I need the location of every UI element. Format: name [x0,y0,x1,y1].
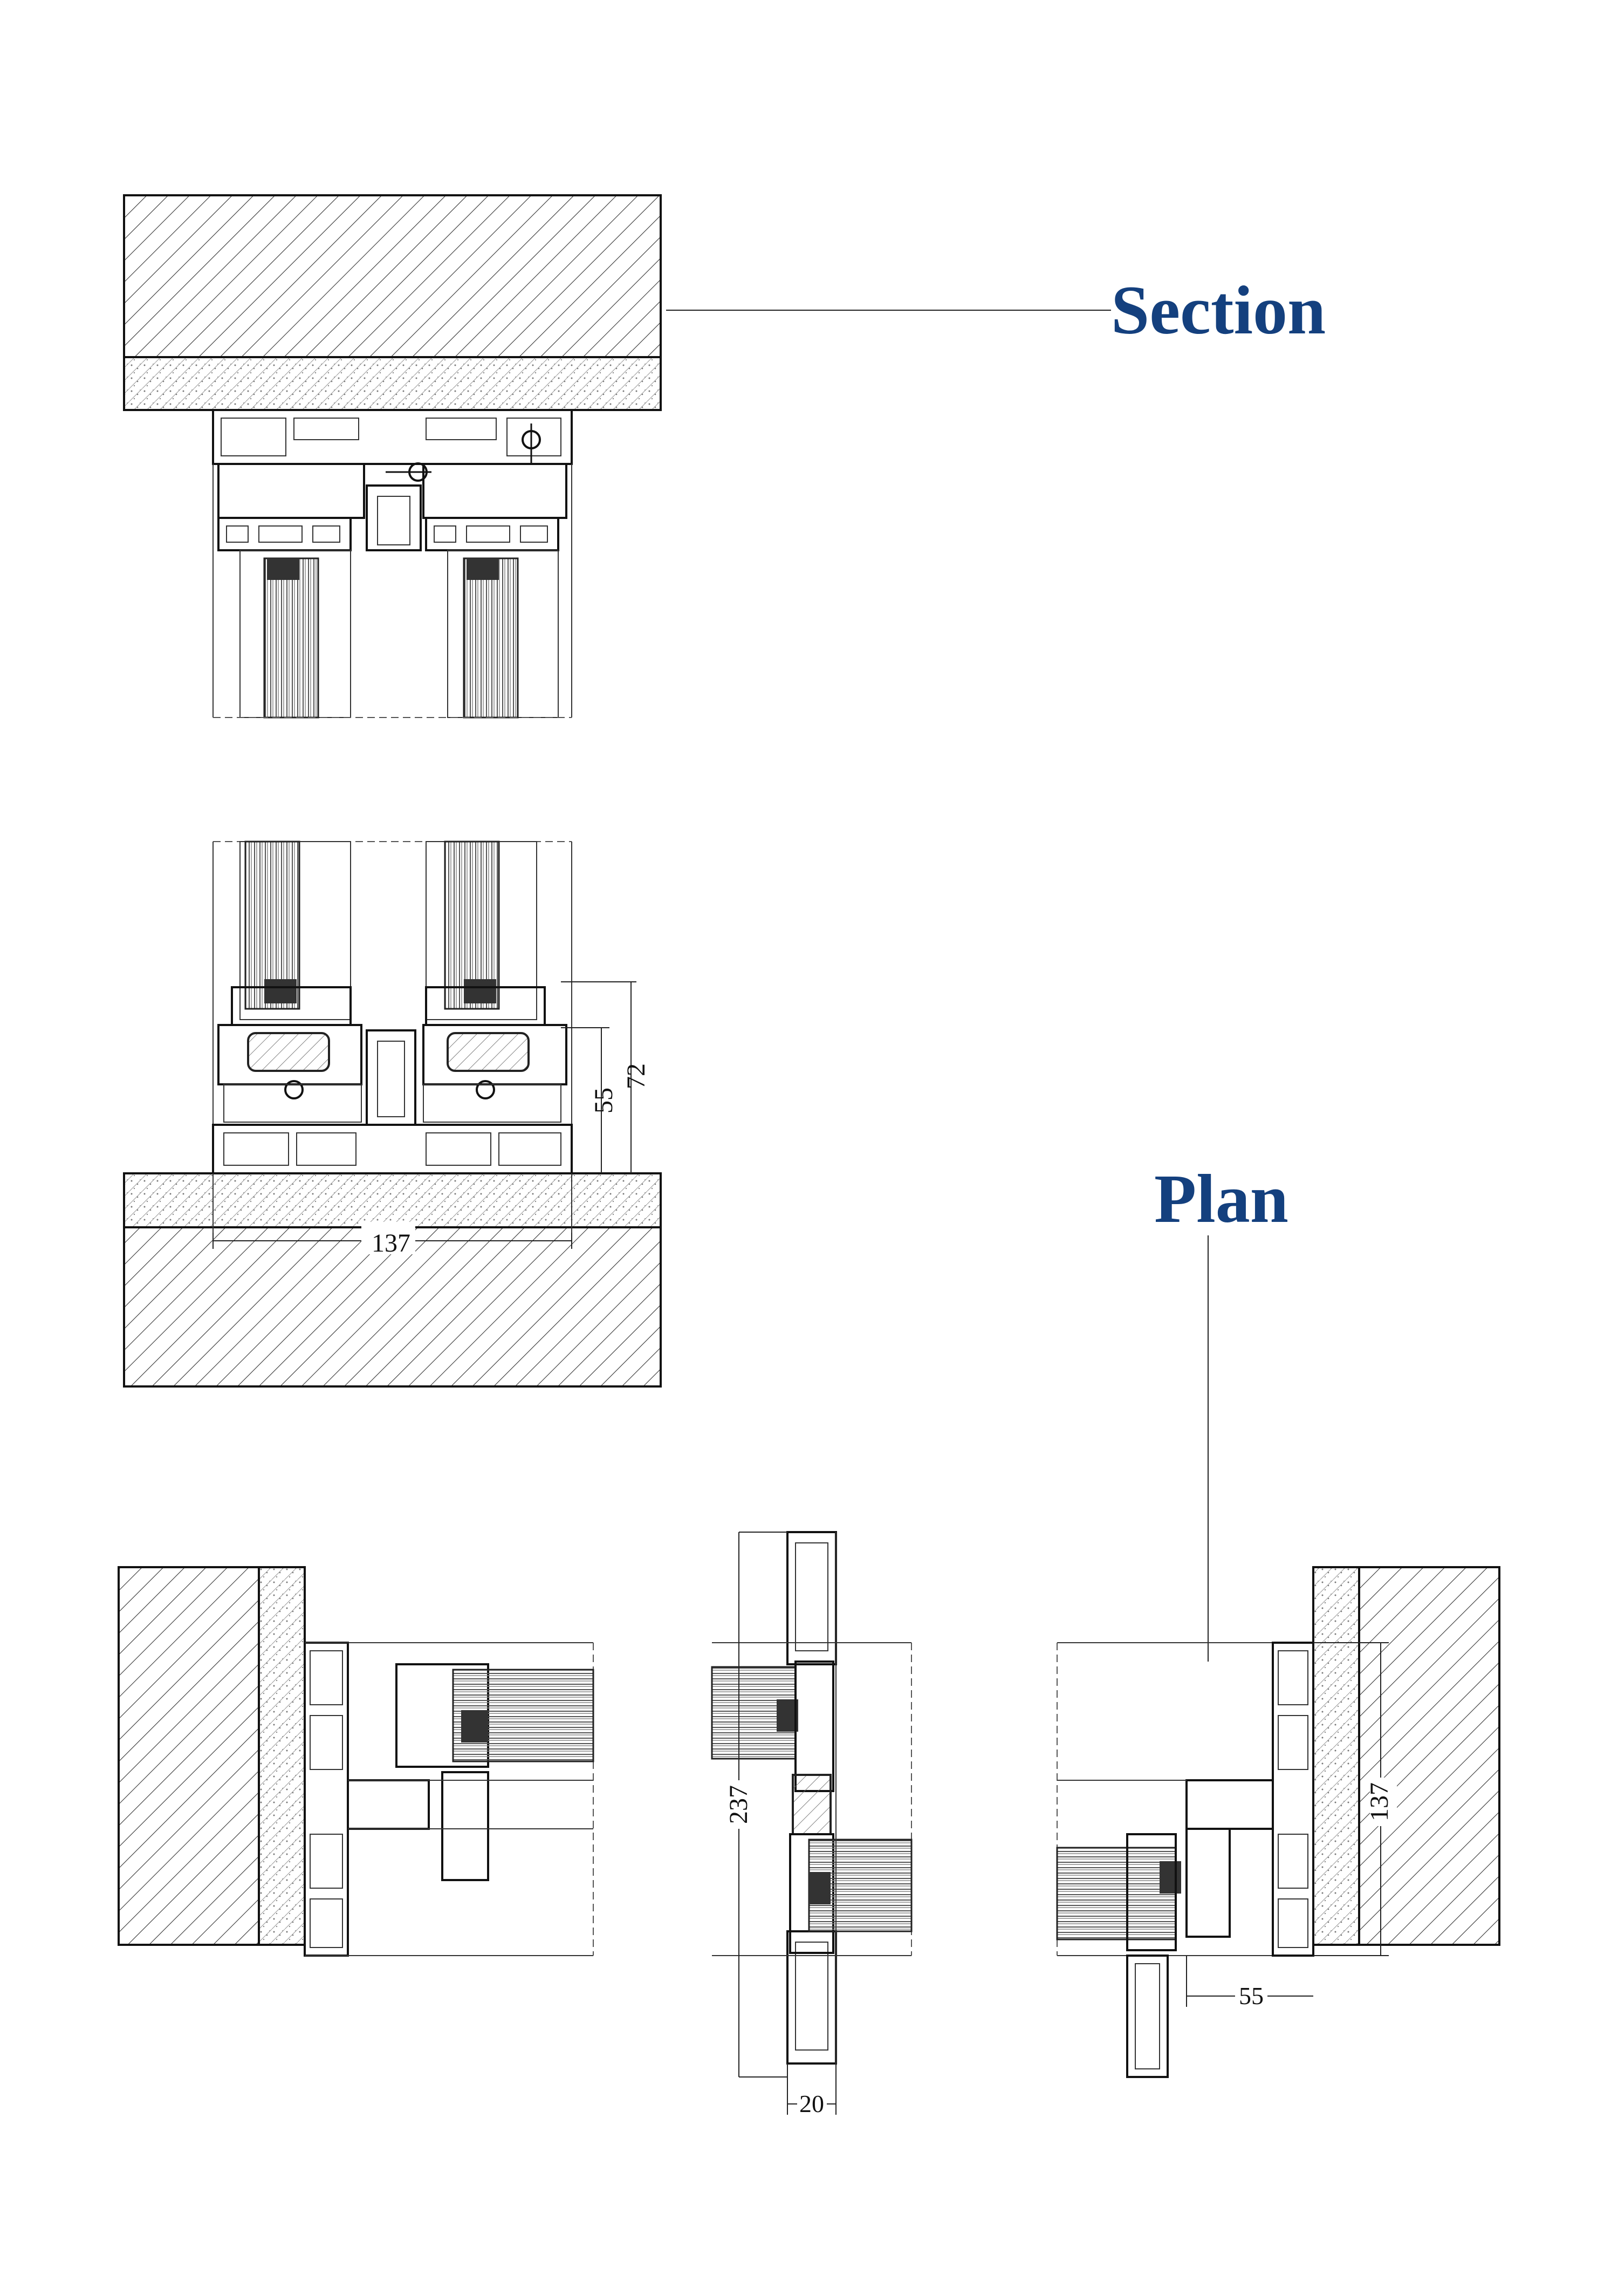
plan-left-jamb [118,1566,594,1957]
dim-plan-sash-width: 20 [787,2063,837,2117]
dim-plan-jamb-depth-label: 137 [1365,1782,1394,1821]
right-wall-render [1312,1566,1360,1946]
section-sill-detail: 137 55 72 [123,840,662,1388]
plan-title: Plan [1154,1160,1288,1237]
section-title: Section [1111,272,1326,348]
plan-meeting-stile: 237 20 [711,1531,913,2117]
dim-plan-jamb-depth: 137 [1313,1642,1397,1956]
dim-sill-height-inner: 55 [561,1027,618,1173]
sill-right-sash [422,840,567,1123]
dim-sill-depth-label: 137 [372,1229,410,1258]
head-frame-profile [212,409,573,551]
sill-frame-profile [212,1124,573,1174]
dim-plan-jamb-offset: 55 [1186,1956,1313,2010]
sill-screed [123,1172,662,1228]
head-concrete [123,194,662,358]
head-right-sash [425,517,559,719]
dim-sill-height-inner-label: 55 [589,1088,618,1113]
dim-plan-width-label: 237 [724,1785,753,1824]
right-wall-concrete [1358,1566,1500,1946]
dim-sill-depth: 137 [212,1222,572,1258]
head-left-sash [217,517,352,719]
sill-left-sash [217,840,362,1123]
dim-plan-jamb-offset-label: 55 [1239,1982,1264,2010]
head-screed [123,356,662,411]
dim-plan-width: 237 [724,1532,787,2078]
left-wall-render [258,1566,306,1946]
section-head-detail [123,194,1111,719]
dim-plan-sash-width-label: 20 [799,2090,824,2117]
dim-sill-height-outer-label: 72 [622,1063,650,1089]
plan-right-jamb: 137 55 [1056,1566,1500,2078]
dim-sill-height-outer: 72 [561,981,650,1173]
left-wall-concrete [118,1566,260,1946]
